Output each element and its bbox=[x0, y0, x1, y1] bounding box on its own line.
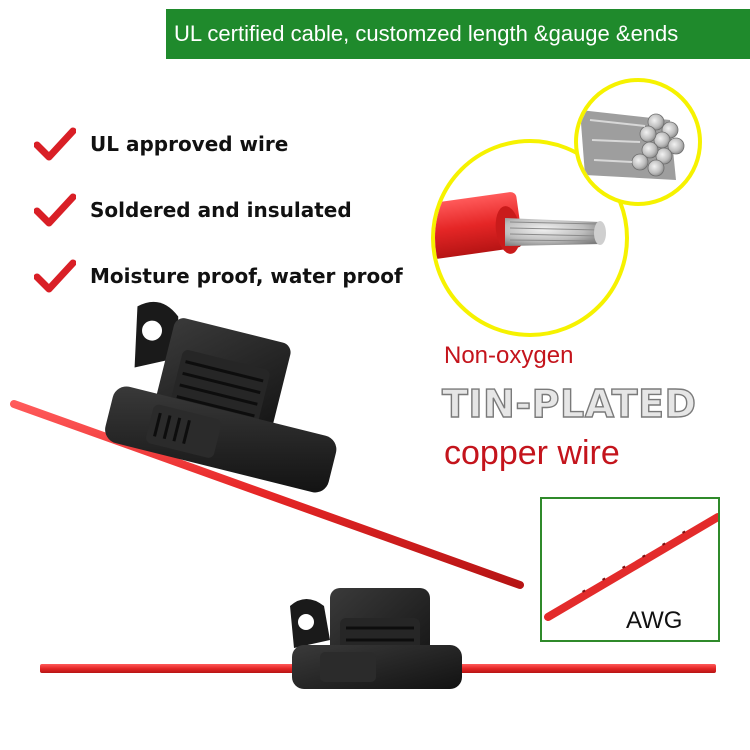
awg-inset: AWG bbox=[540, 497, 720, 642]
feature-item-soldered: Soldered and insulated bbox=[34, 190, 352, 230]
callout-tin-plated: TIN-PLATED bbox=[441, 381, 697, 426]
checkmark-icon bbox=[34, 193, 76, 227]
wire-closeup-large bbox=[431, 139, 629, 337]
feature-label: Moisture proof, water proof bbox=[90, 264, 403, 288]
feature-item-moisture-proof: Moisture proof, water proof bbox=[34, 256, 403, 296]
banner-text: UL certified cable, customzed length &ga… bbox=[174, 21, 679, 46]
checkmark-icon bbox=[34, 127, 76, 161]
callout-copper-wire: copper wire bbox=[444, 434, 620, 472]
wire-upper bbox=[10, 400, 524, 589]
top-banner: UL certified cable, customzed length &ga… bbox=[166, 9, 750, 59]
feature-label: Soldered and insulated bbox=[90, 198, 352, 222]
checkmark-icon bbox=[34, 259, 76, 293]
fuse-holder-upper bbox=[105, 301, 337, 493]
feature-label: UL approved wire bbox=[90, 132, 289, 156]
fuse-holder-lower bbox=[290, 588, 462, 689]
wire-closeup-small bbox=[574, 78, 702, 206]
feature-item-ul-approved: UL approved wire bbox=[34, 124, 288, 164]
awg-wire-graphic bbox=[544, 513, 718, 621]
awg-label: AWG bbox=[626, 607, 683, 634]
callout-non-oxygen: Non-oxygen bbox=[444, 342, 574, 369]
